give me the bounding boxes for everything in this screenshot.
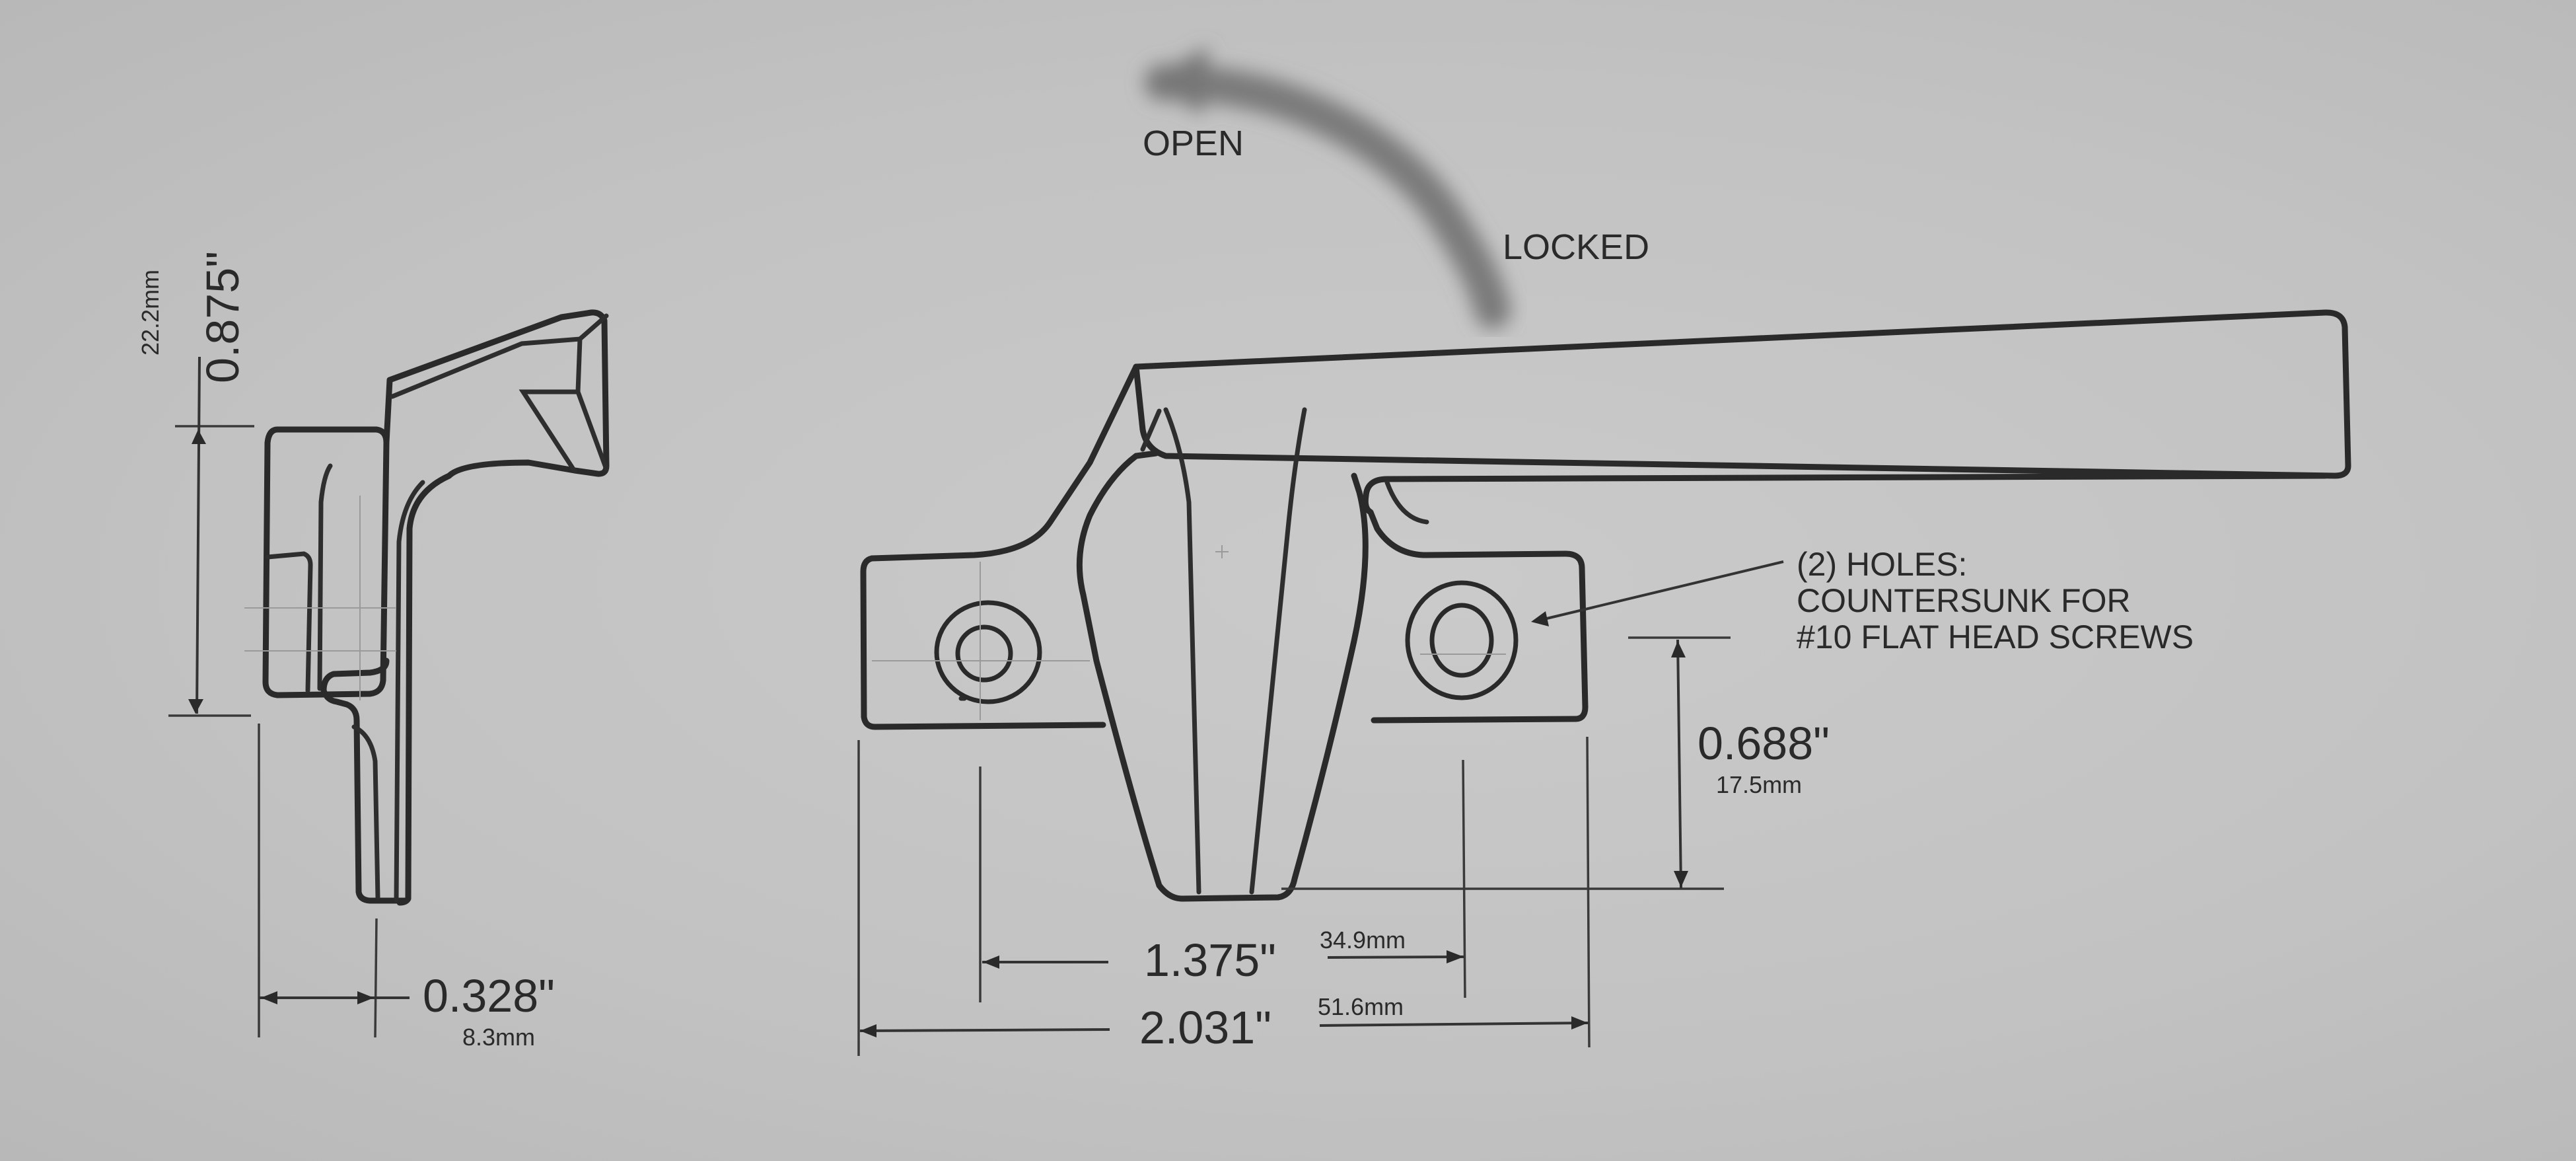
overall-width-inches: 2.031" — [1139, 1002, 1272, 1053]
holes-note-line-2: COUNTERSUNK FOR — [1797, 582, 2131, 619]
dimension-height-front — [1281, 636, 1731, 890]
leader-line-holes — [1531, 560, 1784, 626]
side-depth-mm: 8.3mm — [462, 1024, 536, 1051]
dimension-hole-spacing — [979, 759, 1466, 1002]
dimension-overall-width — [857, 736, 1591, 1056]
side-height-inches: 0.875" — [197, 250, 248, 383]
holes-note: (2) HOLES: COUNTERSUNK FOR #10 FLAT HEAD… — [1797, 546, 2194, 655]
open-label: OPEN — [1143, 124, 1244, 163]
locked-label: LOCKED — [1503, 227, 1650, 267]
side-view-profile — [244, 309, 610, 906]
dimension-height-side — [168, 356, 254, 717]
rotation-arrow-icon — [1144, 46, 1511, 329]
side-depth-inches: 0.328" — [423, 970, 555, 1022]
hole-spacing-inches: 1.375" — [1144, 934, 1277, 986]
front-height-inches: 0.688" — [1698, 718, 1830, 769]
front-view-lock — [860, 309, 2351, 902]
side-height-mm: 22.2mm — [137, 269, 164, 356]
front-height-mm: 17.5mm — [1716, 771, 1803, 798]
overall-width-mm: 51.6mm — [1318, 993, 1404, 1020]
holes-note-line-1: (2) HOLES: — [1797, 546, 1968, 583]
holes-note-line-3: #10 FLAT HEAD SCREWS — [1797, 618, 2194, 655]
dimension-depth-side — [258, 724, 410, 1038]
hole-spacing-mm: 34.9mm — [1320, 926, 1406, 954]
